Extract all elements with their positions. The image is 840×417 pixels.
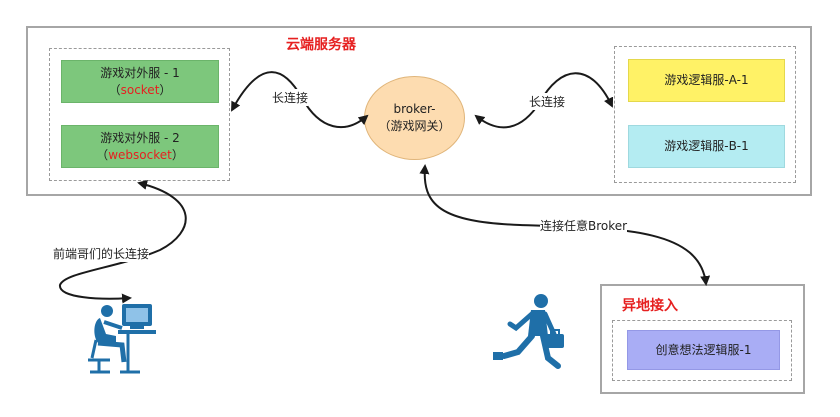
logic-server-b1[interactable]: 游戏逻辑服-B-1	[628, 125, 785, 168]
gateway-server-1-protocol: （socket）	[108, 82, 172, 97]
remote-logic-server[interactable]: 创意想法逻辑服-1	[627, 330, 780, 370]
remote-logic-server-name: 创意想法逻辑服-1	[655, 342, 752, 357]
any-broker-link-label: 连接任意Broker	[540, 217, 628, 234]
running-businessman-icon	[493, 294, 564, 369]
frontend-connector	[59, 180, 187, 304]
logic-server-a1[interactable]: 游戏逻辑服-A-1	[628, 59, 785, 102]
frontend-link-label: 前端哥们的长连接	[53, 245, 150, 262]
broker-label-line1: broker-	[393, 102, 436, 116]
broker-label-line2: （游戏网关）	[378, 119, 451, 133]
broker-logic-link-label: 长连接	[529, 93, 566, 110]
cloud-server-title: 云端服务器	[286, 37, 356, 53]
logic-server-a1-name: 游戏逻辑服-A-1	[664, 73, 749, 87]
remote-access-title: 异地接入	[622, 298, 678, 314]
gateway-broker-link-label: 长连接	[272, 89, 309, 106]
gateway-server-2-name: 游戏对外服 - 2	[100, 130, 180, 145]
gateway-server-1-name: 游戏对外服 - 1	[100, 65, 180, 80]
any-broker-connector	[419, 164, 711, 286]
broker-node[interactable]: broker- （游戏网关）	[364, 76, 465, 160]
gateway-server-2-protocol: （websocket）	[96, 147, 184, 162]
computer-user-icon	[88, 304, 156, 374]
gateway-server-2[interactable]: 游戏对外服 - 2 （websocket）	[61, 125, 219, 168]
logic-server-b1-name: 游戏逻辑服-B-1	[664, 139, 749, 153]
gateway-server-1[interactable]: 游戏对外服 - 1 （socket）	[61, 60, 219, 103]
